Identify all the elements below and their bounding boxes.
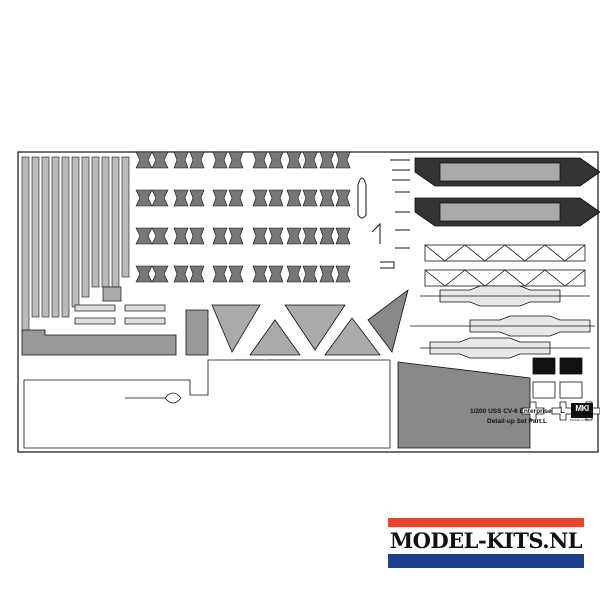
ladder-strip [121, 156, 130, 278]
ladder-strip [101, 156, 110, 288]
frame-part [252, 189, 284, 207]
fret-caption-title: 1/200 USS CV-6 Enterprise [470, 408, 552, 415]
frame-part [319, 151, 351, 169]
window-part [559, 381, 583, 399]
watermark-white-stripe [388, 527, 584, 554]
rail-part [124, 317, 166, 325]
window-part [559, 357, 583, 375]
watermark-red-stripe [388, 518, 584, 527]
frame-part [173, 151, 205, 169]
bracket-part [371, 222, 381, 244]
small-parts [357, 159, 410, 269]
frame-part [319, 227, 351, 245]
boom-part [410, 315, 595, 337]
window-part [532, 357, 556, 375]
stairway-grating [439, 162, 561, 182]
ladder-strip [31, 156, 40, 318]
rail-part [102, 286, 122, 302]
gusset-part [284, 304, 346, 351]
frame-part [252, 227, 284, 245]
frame-part [286, 265, 318, 283]
maker-logo-subtext: MODEL-KITS [570, 418, 589, 422]
ladder-strip [51, 156, 60, 318]
lattice-part [424, 244, 586, 262]
deck-panel [21, 329, 177, 356]
booms [410, 285, 595, 359]
frame-part [319, 265, 351, 283]
gusset-part [367, 288, 409, 353]
watermark-banner: MODEL-KITS.NL [388, 518, 584, 568]
gusset-part [249, 319, 301, 356]
fret-caption-subtitle: Detail-up Set Part.L [487, 418, 547, 425]
stairways [414, 157, 600, 287]
ladder-strip [61, 156, 70, 318]
frame-part [212, 151, 244, 169]
frame-part [212, 189, 244, 207]
rail-part [74, 317, 116, 325]
frame-part [252, 151, 284, 169]
deck-panel [23, 359, 391, 449]
maker-logo: MKI [571, 403, 593, 418]
boom-part [420, 337, 590, 359]
lattice-cross [424, 244, 586, 262]
ladder-strip [41, 156, 50, 318]
rail-part [124, 304, 166, 312]
ladder-strip [21, 156, 30, 333]
frame-part [135, 189, 169, 207]
ladder-strip [81, 156, 90, 298]
cross-part [521, 401, 545, 421]
hook-part [357, 177, 367, 219]
watermark-text: MODEL-KITS.NL [389, 528, 583, 553]
stairway-grating [439, 202, 561, 222]
frame-part [135, 227, 169, 245]
bracket-part [380, 261, 395, 269]
frame-part [319, 189, 351, 207]
rails [74, 286, 166, 325]
frame-part [252, 265, 284, 283]
frame-part [286, 227, 318, 245]
gusset-part [324, 317, 381, 356]
frame-part [173, 227, 205, 245]
frame-part [212, 265, 244, 283]
frame-part [212, 227, 244, 245]
frame-part [173, 189, 205, 207]
ladder-strip [71, 156, 80, 308]
watermark-blue-stripe [388, 554, 584, 568]
deck-panel [397, 361, 531, 449]
deck-panel [185, 309, 209, 356]
window-part [532, 381, 556, 399]
gusset-part [211, 304, 261, 353]
rail-part [74, 304, 116, 312]
boom-part [420, 285, 590, 307]
ladder-strip [91, 156, 100, 288]
fork-part [125, 392, 182, 404]
part-letter: L [560, 405, 566, 415]
frame-part [286, 189, 318, 207]
ladder-strip [111, 156, 120, 288]
deck-parts [21, 309, 531, 449]
lattice-cross [424, 269, 586, 287]
lattice-part [424, 269, 586, 287]
gussets [211, 288, 409, 356]
ladder-strips [21, 156, 130, 333]
tab-part [395, 211, 410, 249]
tab-part [390, 159, 410, 193]
frame-part [173, 265, 205, 283]
frame-parts-grid [135, 151, 351, 283]
frame-part [135, 265, 169, 283]
frame-part [286, 151, 318, 169]
frame-part [135, 151, 169, 169]
